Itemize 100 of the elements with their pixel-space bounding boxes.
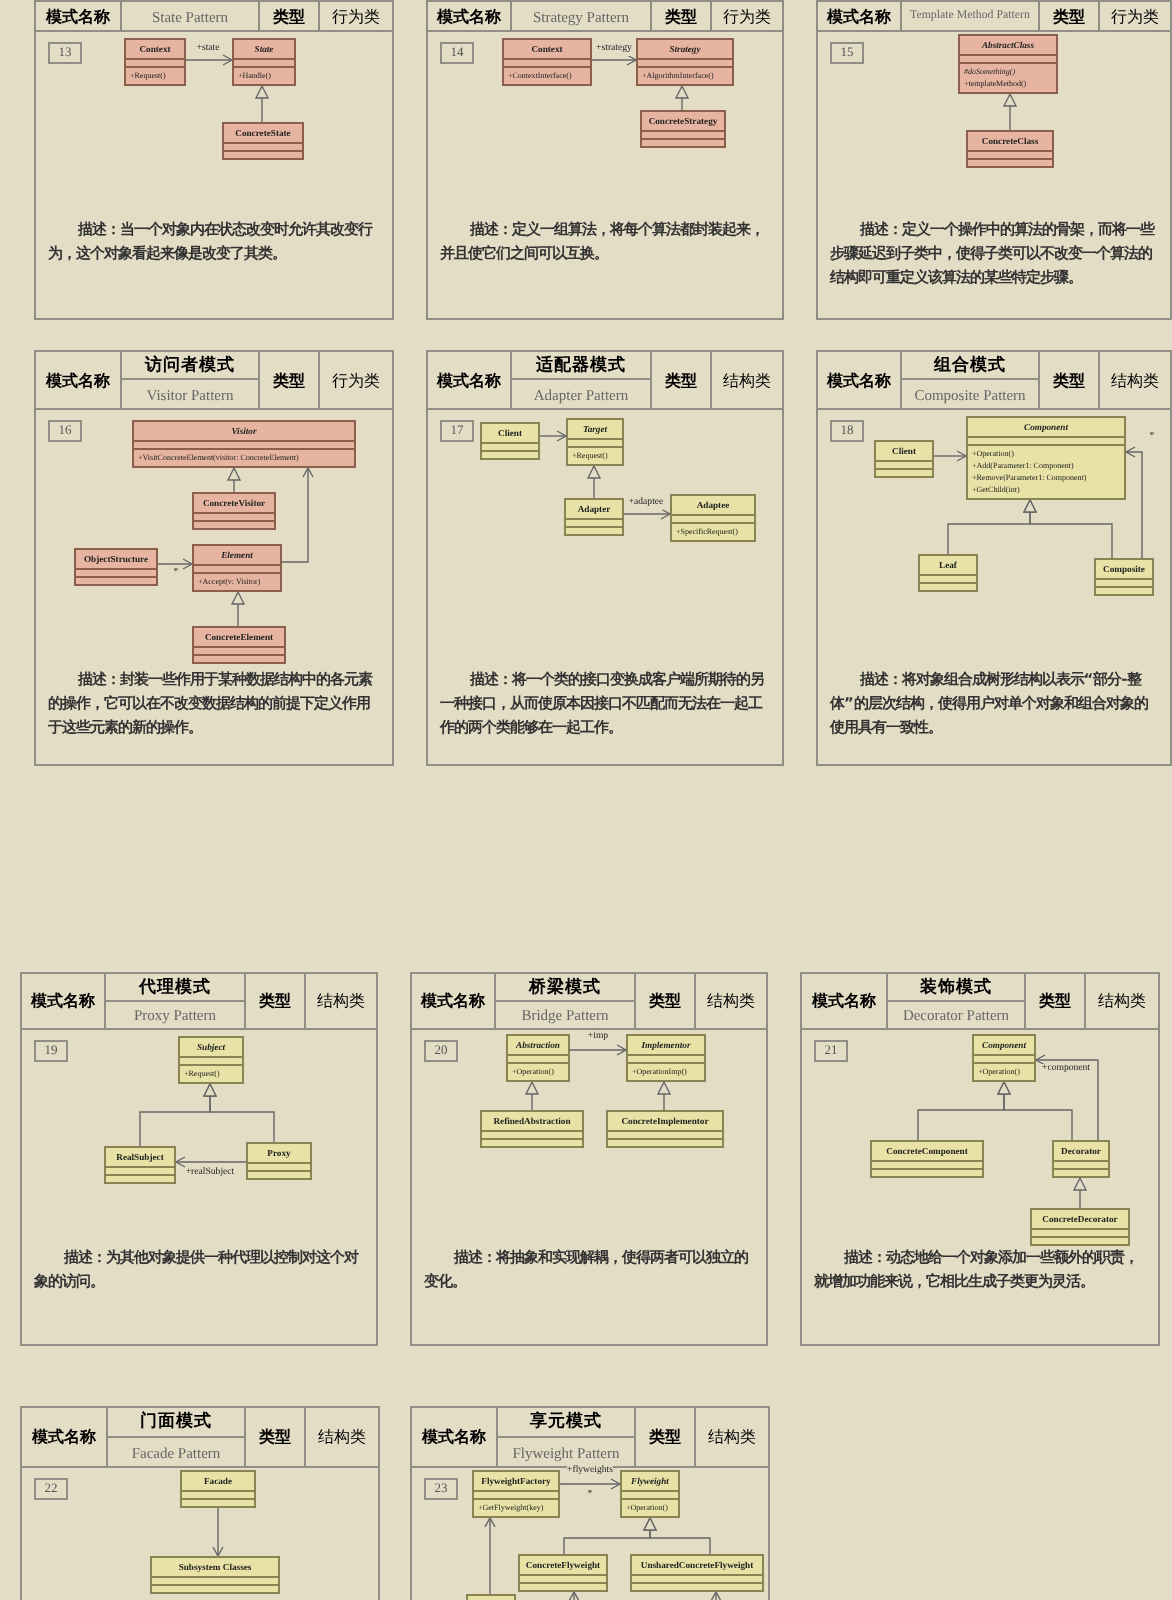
pattern-type: 结构类 [1086, 974, 1158, 1030]
field-label: 模式名称 [412, 974, 496, 1030]
class-box [620, 1470, 680, 1518]
class-box [670, 494, 756, 542]
pattern-type: 结构类 [306, 974, 376, 1030]
pattern-card [800, 972, 1160, 1346]
class-box [506, 1034, 570, 1082]
inheritance-arrow [675, 85, 689, 111]
pattern-name: 代理模式 [106, 974, 246, 1002]
inheritance-arrow [1073, 1177, 1087, 1209]
field-label: 类型 [1040, 352, 1100, 410]
pattern-card [410, 972, 768, 1346]
pattern-name: 适配器模式 [512, 352, 652, 380]
field-label: 类型 [652, 2, 712, 32]
pattern-type: 行为类 [712, 2, 782, 32]
inheritance-arrow [657, 1081, 671, 1111]
association-arrow [484, 1517, 496, 1595]
association-arrow [212, 1507, 224, 1557]
inheritance-arrow [1023, 499, 1113, 559]
field-label: 类型 [636, 1408, 696, 1468]
pattern-name: 门面模式 [108, 1408, 246, 1438]
class-box [874, 440, 934, 478]
class-box [1030, 1208, 1130, 1246]
class-box [192, 626, 286, 664]
field-label: 模式名称 [36, 2, 122, 32]
field-label: 类型 [246, 1408, 306, 1468]
class-box [566, 418, 624, 466]
class-box [972, 1034, 1036, 1082]
association-arrow [568, 1591, 580, 1600]
class-box [180, 1470, 256, 1508]
class-box [192, 544, 282, 592]
class-box [222, 122, 304, 160]
pattern-type: 结构类 [712, 352, 782, 410]
class-box [918, 554, 978, 592]
association-arrow [157, 558, 193, 570]
pattern-type: 结构类 [696, 974, 766, 1030]
inheritance-arrow [587, 465, 601, 499]
pattern-name: 组合模式 [902, 352, 1040, 380]
pattern-card [410, 1406, 770, 1600]
field-label: 类型 [636, 974, 696, 1030]
inheritance-arrow [227, 467, 241, 493]
pattern-card [426, 0, 784, 320]
class-box [870, 1140, 984, 1178]
pattern-name: 享元模式 [498, 1408, 636, 1438]
class-box [636, 38, 734, 86]
class-box [606, 1110, 724, 1148]
pattern-card [816, 350, 1172, 766]
field-label: 模式名称 [36, 352, 122, 410]
class-box [150, 1556, 280, 1594]
inheritance-arrow [997, 1081, 1073, 1141]
field-label: 类型 [246, 974, 306, 1030]
field-label: 模式名称 [22, 974, 106, 1030]
pattern-type: 行为类 [320, 2, 392, 32]
class-box [966, 416, 1126, 500]
inheritance-arrow [643, 1517, 711, 1555]
pattern-type: 行为类 [320, 352, 392, 410]
field-label: 模式名称 [818, 352, 902, 410]
inheritance-arrow [525, 1081, 539, 1111]
field-label: 模式名称 [428, 352, 512, 410]
inheritance-arrow [255, 85, 269, 123]
field-label: 模式名称 [22, 1408, 108, 1468]
field-label: 模式名称 [428, 2, 512, 32]
class-box [74, 548, 158, 586]
class-box [132, 420, 356, 468]
inheritance-arrow [231, 591, 245, 627]
pattern-type: 结构类 [1100, 352, 1170, 410]
class-box [104, 1146, 176, 1184]
pattern-name: 装饰模式 [888, 974, 1026, 1002]
field-label: 模式名称 [412, 1408, 498, 1468]
pattern-type: 结构类 [696, 1408, 768, 1468]
pattern-card [34, 350, 394, 766]
inheritance-arrow [203, 1083, 275, 1143]
class-box [480, 422, 540, 460]
field-label: 类型 [260, 2, 320, 32]
association-arrow [281, 467, 314, 563]
class-box [958, 34, 1058, 94]
class-box [640, 110, 726, 148]
field-label: 类型 [652, 352, 712, 410]
class-box [480, 1110, 584, 1148]
association-arrow [623, 508, 671, 520]
pattern-type: 结构类 [306, 1408, 378, 1468]
class-box [518, 1554, 608, 1592]
pattern-card [426, 350, 784, 766]
class-box [502, 38, 592, 86]
class-box [178, 1036, 244, 1084]
pattern-card [20, 972, 378, 1346]
field-label: 类型 [1040, 2, 1100, 32]
association-arrow [710, 1591, 722, 1600]
inheritance-arrow [1003, 93, 1017, 131]
field-label: 模式名称 [802, 974, 888, 1030]
class-box [564, 498, 624, 536]
association-arrow [539, 430, 567, 442]
class-box [966, 130, 1054, 168]
association-arrow [175, 1156, 247, 1168]
class-box [472, 1470, 560, 1518]
pattern-name: 桥梁模式 [496, 974, 636, 1002]
class-box [192, 492, 276, 530]
field-label: 类型 [1026, 974, 1086, 1030]
class-box [626, 1034, 706, 1082]
class-box [1052, 1140, 1110, 1178]
